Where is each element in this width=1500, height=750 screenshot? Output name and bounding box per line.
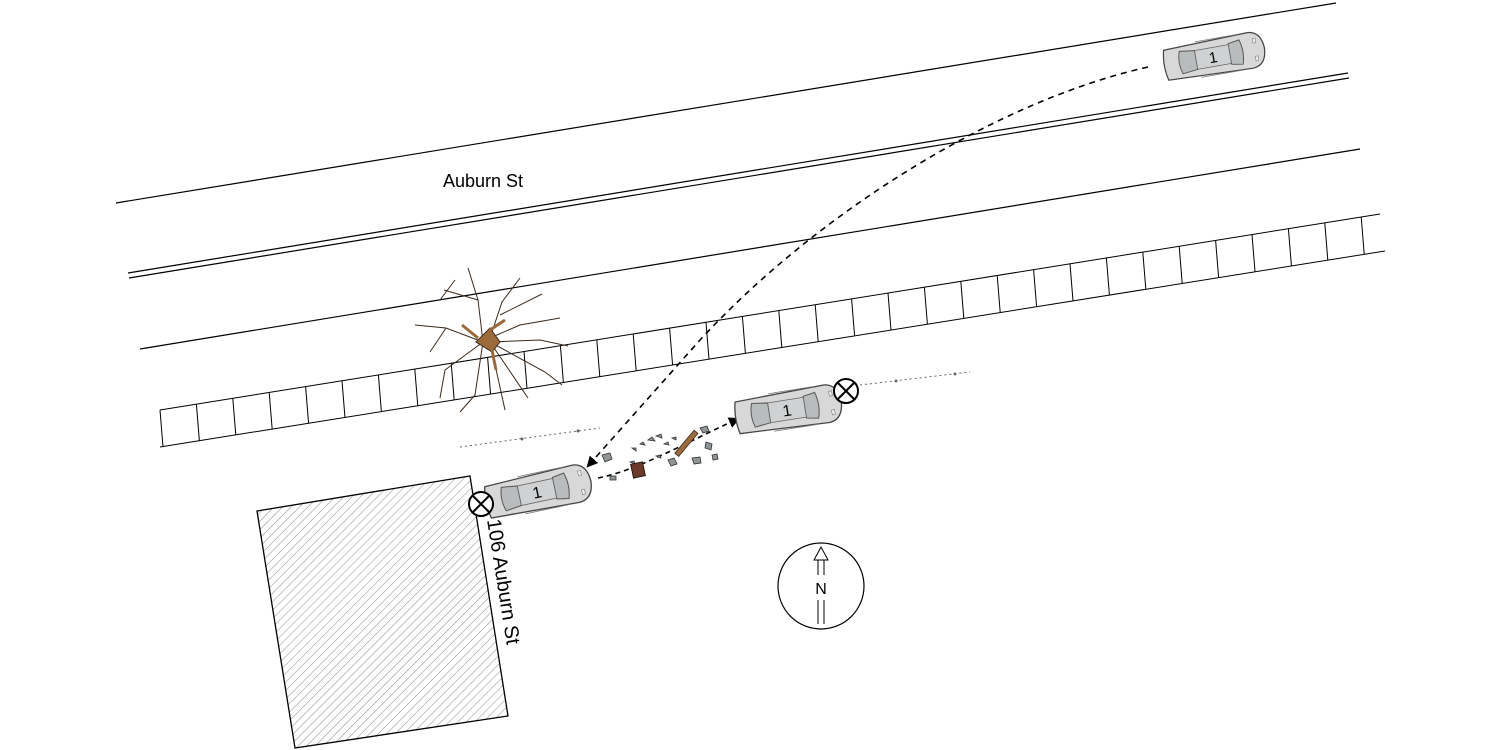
sidewalk-joint [232, 398, 237, 436]
sidewalk-joint [887, 292, 892, 331]
roadway [115, 2, 1361, 350]
sidewalk [159, 213, 1386, 448]
sidewalk-joint [268, 392, 273, 430]
sidewalk-joint [851, 298, 856, 336]
road-centerline-a [127, 72, 1349, 274]
vehicle-1-label: 1 [782, 402, 794, 420]
sidewalk-joint [996, 275, 1001, 313]
sidewalk-joint [814, 304, 819, 342]
sidewalk-joint [778, 310, 783, 348]
vehicle-rebound-path [597, 417, 741, 479]
compass-label: N [815, 581, 827, 598]
sidewalk-joint [523, 351, 528, 389]
vehicle-1-impact: 1 [732, 381, 845, 438]
sidewalk-joint [1215, 240, 1220, 278]
sidewalk-joint [741, 316, 746, 354]
street-label: Auburn St [443, 171, 523, 191]
debris-post [674, 429, 699, 457]
sidewalk-joint [450, 363, 455, 401]
road-centerline-b [128, 77, 1350, 279]
sidewalk-joint [1251, 234, 1256, 272]
sidewalk-joint [1033, 269, 1038, 307]
debris-box [630, 461, 646, 479]
sidewalk-joint [305, 386, 310, 424]
sidewalk-joint [1287, 228, 1292, 266]
sidewalk-edge [159, 213, 1386, 448]
sidewalk-joint [1178, 246, 1183, 284]
sidewalk-joint [705, 322, 710, 360]
sidewalk-joint [559, 345, 564, 383]
compass-icon: N [777, 542, 865, 630]
sidewalk-joint [195, 404, 200, 442]
road-edge-north [115, 2, 1337, 204]
vehicle-1-final-rest: 1 [481, 461, 596, 523]
curb-posts [520, 372, 957, 441]
sidewalk-joint [1142, 252, 1147, 290]
debris-icon [601, 425, 719, 481]
sidewalk-joint [341, 380, 346, 418]
vehicle-1-label: 1 [531, 484, 543, 502]
sidewalk-joint [596, 339, 601, 377]
sidewalk-joint [960, 281, 965, 319]
vehicle-path [586, 66, 1149, 468]
sidewalk-joint [1069, 263, 1074, 301]
sidewalk-joint [1360, 216, 1365, 255]
vehicle-1-pre-crash: 1 [1160, 29, 1269, 84]
sidewalk-joint [669, 328, 674, 366]
sidewalk-joint [414, 369, 419, 407]
sidewalk-joint [632, 333, 637, 372]
sidewalk-joint [487, 357, 492, 395]
sidewalk-joint [923, 287, 928, 325]
sidewalk-joint [1105, 257, 1110, 296]
road-edge-south [139, 148, 1361, 350]
impact-marker-icon [468, 491, 494, 517]
tree-icon [414, 267, 569, 413]
vehicle-1-label: 1 [1208, 49, 1219, 67]
building-106 [256, 475, 509, 749]
sidewalk-joint [377, 374, 382, 412]
impact-marker-icon [833, 378, 859, 404]
sidewalk-joint [1324, 222, 1329, 260]
curb-lines [459, 371, 971, 448]
